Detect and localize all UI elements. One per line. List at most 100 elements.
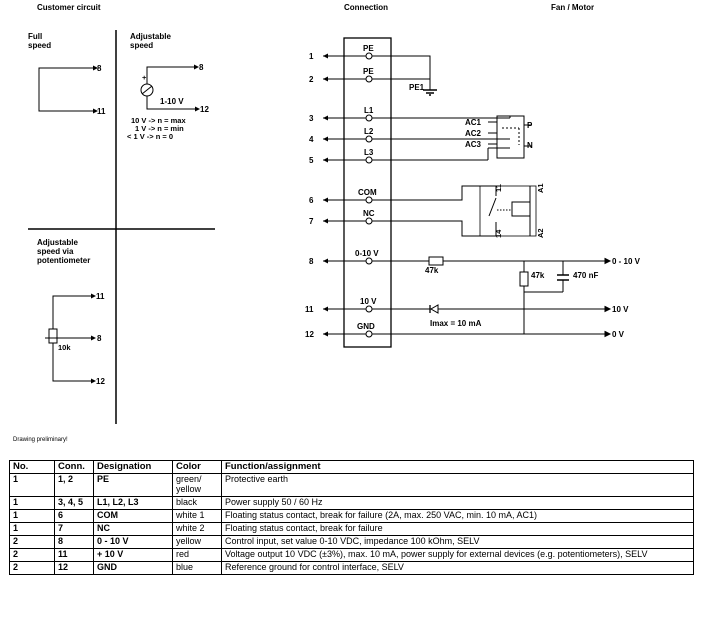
cell-function: Control input, set value 0-10 VDC, imped…: [221, 534, 694, 549]
connection-table: No. Conn. Designation Color Function/ass…: [9, 459, 694, 575]
table-row: 1 1, 2 PE green/ yellow Protective earth: [9, 473, 694, 498]
output-10v: 10 V: [612, 305, 629, 314]
cell-conn: 7: [54, 522, 94, 536]
cell-conn: 1, 2: [54, 473, 94, 498]
cell-color: black: [172, 496, 222, 511]
relay-block: [372, 185, 537, 237]
customer-area-dividers: [28, 30, 215, 424]
adjustable-terminal-12: 12: [200, 105, 209, 114]
table-header-row: No. Conn. Designation Color Function/ass…: [9, 459, 694, 475]
table-body: 1 1, 2 PE green/ yellow Protective earth…: [9, 473, 694, 575]
connection-block: 1 2 3 4 5 6 7 8 11 12 PE PE L1 L2 L3 COM…: [305, 37, 392, 348]
relay-pin-a2: A2: [536, 228, 545, 238]
adjustable-speed-label-2: speed: [130, 41, 153, 50]
speed-note-3: < 1 V -> n = 0: [127, 132, 173, 141]
cell-conn: 12: [54, 560, 94, 575]
cell-designation: L1, L2, L3: [93, 496, 173, 511]
wiring-diagram: Customer circuit Connection Fan / Motor …: [28, 3, 641, 424]
full-speed-terminal-8: 8: [97, 64, 102, 73]
terminal-label-10v: 10 V: [360, 297, 377, 306]
potentiometer-circuit: Adjustable speed via potentiometer 11 8 …: [37, 238, 105, 386]
ac1-label: AC1: [465, 118, 482, 127]
col-no: No.: [9, 459, 55, 475]
pin-3: 3: [309, 114, 314, 123]
full-speed-circuit: Full speed 8 11: [28, 32, 106, 116]
cell-no: 1: [9, 473, 55, 498]
cell-color: white 1: [172, 509, 222, 523]
terminal-label-pe-2: PE: [363, 67, 374, 76]
table-row: 1 6 COM white 1 Floating status contact,…: [9, 509, 694, 523]
cell-function: Floating status contact, break for failu…: [221, 522, 694, 536]
cell-no: 1: [9, 496, 55, 511]
full-speed-label-2: speed: [28, 41, 51, 50]
pin-5: 5: [309, 156, 314, 165]
motor-p-label: P: [527, 121, 533, 130]
pin-1: 1: [309, 52, 314, 61]
pe-wiring: [372, 55, 437, 94]
pin-4: 4: [309, 135, 314, 144]
relay-pin-14: 14: [494, 229, 503, 238]
cell-conn: 8: [54, 534, 94, 549]
terminal-label-pe-1: PE: [363, 44, 374, 53]
cell-designation: NC: [93, 522, 173, 536]
speed-note-1: 10 V -> n = max: [131, 116, 186, 125]
pin-8: 8: [309, 257, 314, 266]
cell-designation: 0 - 10 V: [93, 534, 173, 549]
output-0v: 0 V: [612, 330, 625, 339]
cell-no: 2: [9, 547, 55, 562]
pot-label-3: potentiometer: [37, 256, 90, 265]
voltage-output-wiring: [372, 304, 612, 314]
pot-value-label: 10k: [58, 343, 71, 352]
speed-note-2: 1 V -> n = min: [135, 124, 184, 133]
cell-function: Reference ground for control interface, …: [221, 560, 694, 575]
pot-label-1: Adjustable: [37, 238, 78, 247]
table-row: 2 8 0 - 10 V yellow Control input, set v…: [9, 534, 694, 549]
col-color: Color: [172, 459, 222, 475]
cell-color: green/ yellow: [172, 473, 222, 498]
terminal-label-l3: L3: [364, 148, 374, 157]
cell-color: blue: [172, 560, 222, 575]
adjustable-speed-circuit: Adjustable speed + 8 12 1-10 V 10 V -> n…: [127, 32, 209, 141]
ac2-label: AC2: [465, 129, 482, 138]
motor-block: [488, 115, 532, 159]
gnd-wiring: [372, 330, 612, 338]
terminal-label-0-10v: 0-10 V: [355, 249, 379, 258]
cell-designation: + 10 V: [93, 547, 173, 562]
pin-6: 6: [309, 196, 314, 205]
capacitor-label: 470 nF: [573, 271, 598, 280]
adjustable-speed-label-1: Adjustable: [130, 32, 171, 41]
terminal-label-l1: L1: [364, 106, 374, 115]
pot-label-2: speed via: [37, 247, 74, 256]
full-speed-terminal-11: 11: [97, 107, 106, 116]
output-0-10v: 0 - 10 V: [612, 257, 641, 266]
terminal-label-com: COM: [358, 188, 377, 197]
pin-7: 7: [309, 217, 314, 226]
cell-conn: 6: [54, 509, 94, 523]
potentiometer-icon: [48, 328, 58, 344]
terminal-label-nc: NC: [363, 209, 375, 218]
range-label: 1-10 V: [160, 97, 184, 106]
pe1-label: PE1: [409, 83, 425, 92]
cell-color: white 2: [172, 522, 222, 536]
cell-no: 1: [9, 509, 55, 523]
plus-sign: +: [142, 73, 147, 82]
ac3-label: AC3: [465, 140, 482, 149]
relay-pin-a1: A1: [536, 183, 545, 193]
header-connection: Connection: [344, 3, 388, 12]
adjustable-terminal-8: 8: [199, 63, 204, 72]
pot-terminal-8: 8: [97, 334, 102, 343]
pin-12: 12: [305, 330, 314, 339]
series-resistor-label: 47k: [425, 266, 439, 275]
table-row: 1 3, 4, 5 L1, L2, L3 black Power supply …: [9, 496, 694, 511]
table-row: 2 12 GND blue Reference ground for contr…: [9, 560, 694, 575]
cell-conn: 3, 4, 5: [54, 496, 94, 511]
cell-no: 2: [9, 534, 55, 549]
terminal-label-l2: L2: [364, 127, 374, 136]
cell-no: 2: [9, 560, 55, 575]
drawing-preliminary-note: Drawing preliminary!: [13, 437, 68, 443]
relay-pin-11: 11: [494, 184, 503, 192]
table-row: 1 7 NC white 2 Floating status contact, …: [9, 522, 694, 536]
cell-function: Power supply 50 / 60 Hz: [221, 496, 694, 511]
cell-color: yellow: [172, 534, 222, 549]
terminal-label-gnd: GND: [357, 322, 375, 331]
